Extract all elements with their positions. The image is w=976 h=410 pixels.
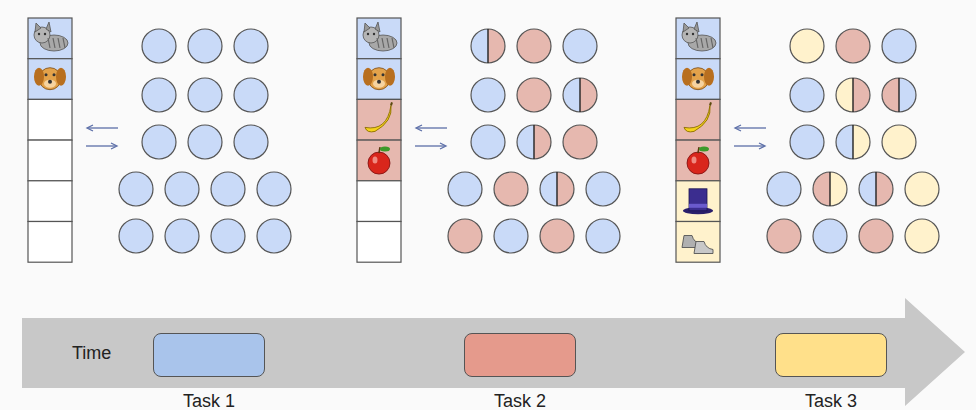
memory-icon xyxy=(687,147,709,175)
neuron xyxy=(119,172,153,206)
memory-cell xyxy=(28,99,72,140)
task-label: Task 3 xyxy=(805,391,857,410)
memory-cell xyxy=(676,99,720,140)
neuron xyxy=(790,125,824,159)
neuron xyxy=(563,125,597,159)
exchange-arrows xyxy=(86,125,118,149)
task-box: Task 3 xyxy=(775,333,887,377)
memory-cell xyxy=(357,222,401,263)
neuron xyxy=(188,78,222,112)
neuron xyxy=(517,125,551,159)
neuron xyxy=(119,219,153,253)
neuron xyxy=(448,219,482,253)
neuron xyxy=(859,219,893,253)
neuron xyxy=(859,172,893,206)
neuron xyxy=(494,172,528,206)
memory-cell xyxy=(676,181,720,222)
memory-cell xyxy=(357,181,401,222)
neuron xyxy=(767,219,801,253)
neuron xyxy=(234,78,268,112)
memory-cell xyxy=(357,99,401,140)
neuron xyxy=(448,172,482,206)
neuron xyxy=(836,29,870,63)
memory-cell xyxy=(28,222,72,263)
task-panel xyxy=(357,18,620,262)
neuron xyxy=(540,172,574,206)
neuron xyxy=(142,29,176,63)
memory-icon xyxy=(34,22,68,51)
memory-icon xyxy=(363,68,395,90)
memory-cell xyxy=(28,59,72,100)
memory-icon xyxy=(684,102,711,131)
neuron xyxy=(234,29,268,63)
memory-icon xyxy=(682,236,713,254)
neuron xyxy=(471,29,505,63)
neuron xyxy=(211,219,245,253)
memory-cell xyxy=(676,222,720,263)
memory-cell xyxy=(357,59,401,100)
task-label: Task 2 xyxy=(494,391,546,410)
memory-icon xyxy=(682,68,714,90)
memory-icon xyxy=(683,189,713,215)
memory-cell xyxy=(28,18,72,59)
memory-icon xyxy=(363,22,397,51)
task-box: Task 2 xyxy=(464,333,576,377)
exchange-arrows xyxy=(415,125,447,149)
neuron xyxy=(882,125,916,159)
memory-icon xyxy=(34,68,66,90)
neuron xyxy=(882,29,916,63)
neuron xyxy=(165,172,199,206)
memory-cell xyxy=(676,18,720,59)
memory-icon xyxy=(365,102,392,131)
neuron xyxy=(494,219,528,253)
neuron xyxy=(211,172,245,206)
timeline-arrow: TimeTask 1Task 2Task 3 xyxy=(22,296,967,408)
task-box: Task 1 xyxy=(153,333,265,377)
neuron xyxy=(165,219,199,253)
axis-label: Time xyxy=(72,343,111,364)
neuron xyxy=(142,125,176,159)
neuron xyxy=(517,29,551,63)
neuron xyxy=(471,78,505,112)
neuron xyxy=(188,125,222,159)
task-panel xyxy=(676,18,939,262)
memory-cell xyxy=(357,18,401,59)
neuron xyxy=(813,172,847,206)
neuron xyxy=(905,172,939,206)
neuron xyxy=(257,172,291,206)
neuron xyxy=(257,219,291,253)
memory-cell xyxy=(28,140,72,181)
memory-cell xyxy=(676,59,720,100)
task-panel xyxy=(28,18,291,262)
memory-cell xyxy=(357,140,401,181)
task-label: Task 1 xyxy=(183,391,235,410)
neuron xyxy=(586,172,620,206)
neuron xyxy=(471,125,505,159)
memory-icon xyxy=(368,147,390,175)
memory-cell xyxy=(28,181,72,222)
exchange-arrows xyxy=(734,125,766,149)
neuron xyxy=(836,78,870,112)
neuron xyxy=(563,78,597,112)
neuron xyxy=(586,219,620,253)
neuron xyxy=(563,29,597,63)
neuron xyxy=(188,29,222,63)
neuron xyxy=(790,29,824,63)
neuron xyxy=(790,78,824,112)
neuron xyxy=(142,78,176,112)
neuron xyxy=(882,78,916,112)
neuron xyxy=(813,219,847,253)
neuron xyxy=(234,125,268,159)
neuron xyxy=(836,125,870,159)
memory-cell xyxy=(676,140,720,181)
neuron xyxy=(540,219,574,253)
memory-icon xyxy=(682,22,716,51)
neuron xyxy=(767,172,801,206)
neuron xyxy=(905,219,939,253)
neuron xyxy=(517,78,551,112)
